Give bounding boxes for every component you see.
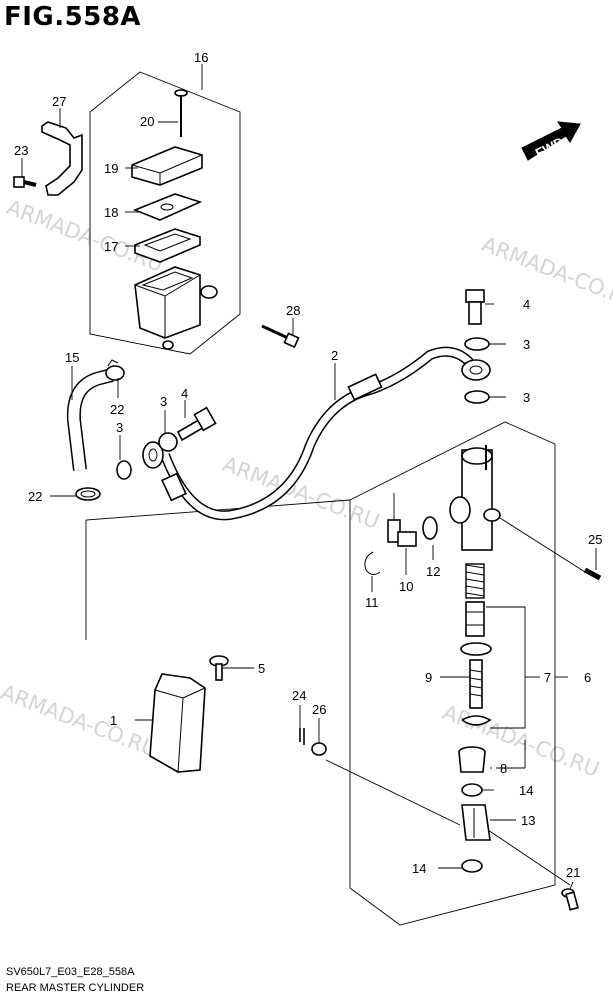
callout-15: 15 (65, 350, 79, 365)
washer-part (464, 337, 490, 351)
callout-7: 7 (544, 670, 551, 685)
hose-fitting-part (142, 441, 187, 502)
callout-22: 22 (28, 489, 42, 504)
clevis-part (461, 804, 491, 841)
figure-code: SV650L7_E03_E28_558A (6, 966, 135, 978)
hose-fitting-part (347, 359, 491, 401)
master-cylinder-assembly-outline (349, 421, 556, 926)
o-ring-part (422, 516, 438, 540)
callout-16: 16 (194, 50, 208, 65)
callout-11: 11 (365, 595, 379, 610)
callout-3: 3 (160, 394, 167, 409)
callout-4: 4 (523, 297, 530, 312)
master-cylinder-body-part (449, 445, 501, 551)
snap-ring-part (461, 715, 492, 726)
piston-spring-part (465, 563, 485, 599)
bolt-part (261, 324, 300, 349)
callout-24: 24 (292, 688, 306, 703)
hose-clamp-part (75, 487, 101, 501)
screw-part (209, 655, 229, 681)
callout-22: 22 (110, 402, 124, 417)
reservoir-assembly-outline (89, 71, 241, 355)
callout-5: 5 (258, 661, 265, 676)
fwd-arrow-icon: FWD (521, 121, 581, 161)
callout-18: 18 (104, 205, 118, 220)
leader-lines (21, 64, 597, 890)
callout-28: 28 (286, 303, 300, 318)
pin-part (487, 829, 579, 911)
callout-21: 21 (566, 865, 580, 880)
callout-3: 3 (523, 337, 530, 352)
callout-10: 10 (399, 579, 413, 594)
nut-part (461, 783, 483, 797)
callout-27: 27 (52, 94, 66, 109)
bracket-part (41, 121, 83, 196)
screw-part (174, 89, 188, 137)
callout-14: 14 (412, 861, 426, 876)
callout-9: 9 (425, 670, 432, 685)
callout-17: 17 (104, 239, 118, 254)
washer-part (158, 432, 178, 452)
callout-3: 3 (116, 420, 123, 435)
guard-part (149, 673, 206, 773)
callout-13: 13 (521, 813, 535, 828)
plunger-washer-part (460, 642, 492, 656)
circlip-part (364, 551, 381, 576)
union-bolt-part (465, 289, 485, 325)
washer-part (116, 460, 132, 480)
callout-26: 26 (312, 702, 326, 717)
cotter-pin-part (299, 728, 305, 745)
push-rod-part (469, 659, 483, 709)
boot-part (458, 746, 486, 773)
figure-title: FIG.558A (4, 2, 142, 32)
callout-8: 8 (500, 761, 507, 776)
elbow-connector-part (387, 493, 417, 547)
callout-23: 23 (14, 143, 28, 158)
callout-25: 25 (588, 532, 602, 547)
callout-14: 14 (519, 783, 533, 798)
hose-assembly-outline (85, 499, 351, 640)
washer-part (464, 390, 490, 404)
diaphragm-plate-part (132, 193, 203, 221)
reservoir-body-part (134, 266, 218, 350)
callout-20: 20 (140, 114, 154, 129)
nut-part (461, 859, 483, 873)
callout-19: 19 (104, 161, 118, 176)
washer-part (311, 742, 327, 756)
callout-6: 6 (584, 670, 591, 685)
fwd-label: FWD (533, 134, 566, 161)
piston-part (465, 601, 485, 637)
callout-2: 2 (331, 348, 338, 363)
callout-3: 3 (523, 390, 530, 405)
figure-name: REAR MASTER CYLINDER (6, 982, 145, 994)
callout-1: 1 (110, 713, 117, 728)
bolt-part (13, 176, 37, 188)
diaphragm-part (134, 228, 201, 263)
union-bolt-part (176, 406, 217, 442)
reservoir-cap-part (131, 146, 203, 186)
hose-clamp-part (105, 359, 125, 381)
bolt-part (499, 517, 602, 581)
callout-4: 4 (181, 386, 188, 401)
callout-12: 12 (426, 564, 440, 579)
